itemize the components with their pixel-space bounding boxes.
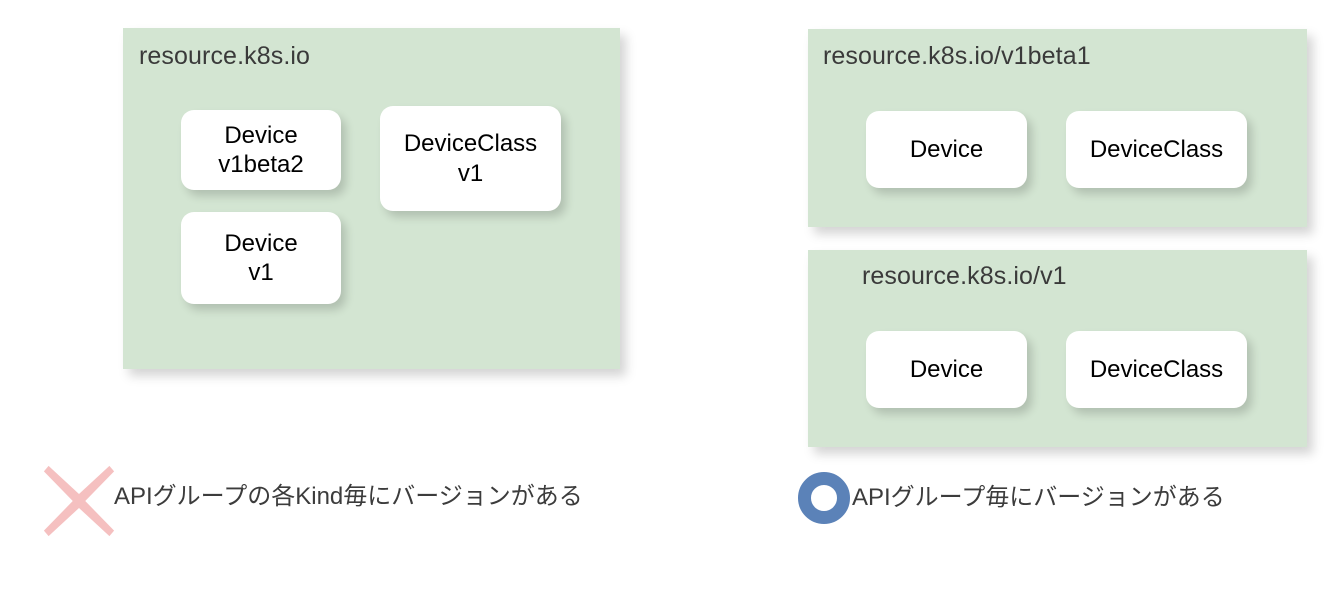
caption-right: APIグループ毎にバージョンがある	[798, 470, 1225, 526]
kind-card-device-v1beta2: Device v1beta2	[181, 110, 341, 190]
kind-card-version: v1	[457, 159, 484, 187]
caption-left-text: APIグループの各Kind毎にバージョンがある	[114, 483, 583, 510]
kind-card-name: DeviceClass	[1089, 135, 1224, 163]
kind-card-name: Device	[909, 355, 984, 383]
kind-card-deviceclass: DeviceClass	[1066, 111, 1247, 188]
kind-card-deviceclass: DeviceClass	[1066, 331, 1247, 408]
cross-icon	[43, 465, 115, 537]
kind-card-version: v1	[248, 259, 274, 286]
kind-card-name: DeviceClass	[1089, 355, 1224, 383]
kind-card-name: Device	[224, 121, 298, 149]
caption-right-text: APIグループ毎にバージョンがある	[852, 484, 1225, 511]
kind-card-name: DeviceClass	[403, 130, 538, 158]
kind-card-version: v1beta2	[218, 151, 304, 178]
api-group-title: resource.k8s.io/v1	[862, 262, 1067, 290]
api-group-title: resource.k8s.io	[139, 42, 311, 70]
kind-card-device: Device	[866, 331, 1027, 408]
kind-card-name: Device	[224, 229, 298, 257]
circle-icon	[798, 472, 850, 524]
kind-card-deviceclass-v1: DeviceClass v1	[380, 106, 561, 211]
api-group-title: resource.k8s.io/v1beta1	[823, 42, 1091, 70]
kind-card-device-v1: Device v1	[181, 212, 341, 304]
kind-card-device: Device	[866, 111, 1027, 188]
kind-card-name: Device	[909, 135, 984, 163]
caption-left: APIグループの各Kind毎にバージョンがある	[40, 462, 583, 537]
